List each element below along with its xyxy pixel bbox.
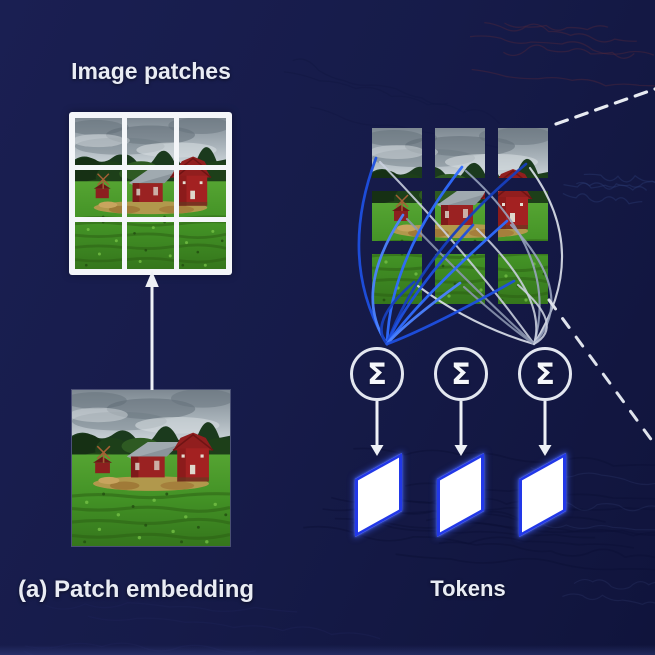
sum-node-1: Σ — [350, 347, 404, 401]
texture-line — [42, 601, 298, 613]
sigma-icon: Σ — [367, 356, 387, 391]
exploded-patch-cell — [435, 191, 485, 241]
tokens-label: Tokens — [430, 576, 506, 601]
texture-line — [438, 541, 655, 559]
exploded-patch-cell — [372, 128, 422, 178]
sigma-icon: Σ — [451, 356, 471, 391]
exploded-patch-cell — [498, 128, 548, 178]
token-arrow-down-icon — [370, 445, 384, 456]
sigma-icon: Σ — [535, 356, 555, 391]
sum-node-2: Σ — [434, 347, 488, 401]
patch-cell — [179, 118, 226, 165]
texture-line — [562, 192, 643, 205]
texture-line — [576, 180, 655, 190]
texture-line — [583, 173, 655, 184]
texture-line — [469, 35, 655, 56]
patch-embedding-caption: (a) Patch embedding — [18, 576, 255, 603]
texture-line — [562, 593, 655, 606]
token-parallelogram-1 — [355, 452, 402, 537]
texture-line — [395, 553, 655, 571]
exploded-patch-cell — [498, 254, 548, 304]
texture-line — [87, 615, 381, 640]
patch-grid-framed — [69, 112, 232, 275]
token-arrow-down-icon — [454, 445, 468, 456]
exploded-patch-cell — [372, 254, 422, 304]
sum-node-3: Σ — [518, 347, 572, 401]
texture-line — [352, 521, 596, 539]
image-patches-label: Image patches — [71, 58, 231, 84]
texture-line — [573, 579, 655, 590]
patch-cell — [127, 118, 174, 165]
gray-aggregation-curve — [378, 160, 536, 346]
texture-line — [23, 650, 59, 655]
patch-cell — [75, 222, 122, 269]
token-parallelogram-3 — [519, 452, 566, 537]
exploded-patch-cell — [372, 191, 422, 241]
texture-line — [292, 58, 449, 106]
callout-dashed-line-top — [554, 87, 655, 126]
texture-line — [283, 71, 500, 125]
exploded-patch-cell — [498, 191, 548, 241]
source-image — [71, 389, 231, 547]
texture-line — [334, 517, 655, 537]
patch-cell — [179, 222, 226, 269]
texture-line — [471, 68, 655, 87]
texture-line — [484, 21, 609, 32]
patch-cell — [75, 170, 122, 217]
texture-line — [503, 44, 635, 59]
texture-line — [504, 22, 637, 43]
token-parallelogram-2 — [437, 452, 484, 537]
patch-cell — [127, 222, 174, 269]
blue-aggregation-curve — [357, 156, 389, 346]
texture-line — [542, 523, 655, 531]
texture-line — [563, 182, 648, 191]
exploded-patch-cell — [435, 128, 485, 178]
patch-cell — [127, 170, 174, 217]
token-arrow-down-icon — [538, 445, 552, 456]
patch-cell — [179, 170, 226, 217]
patch-cell — [75, 118, 122, 165]
texture-line — [24, 642, 256, 653]
exploded-patch-cell — [435, 254, 485, 304]
texture-line — [303, 525, 635, 549]
